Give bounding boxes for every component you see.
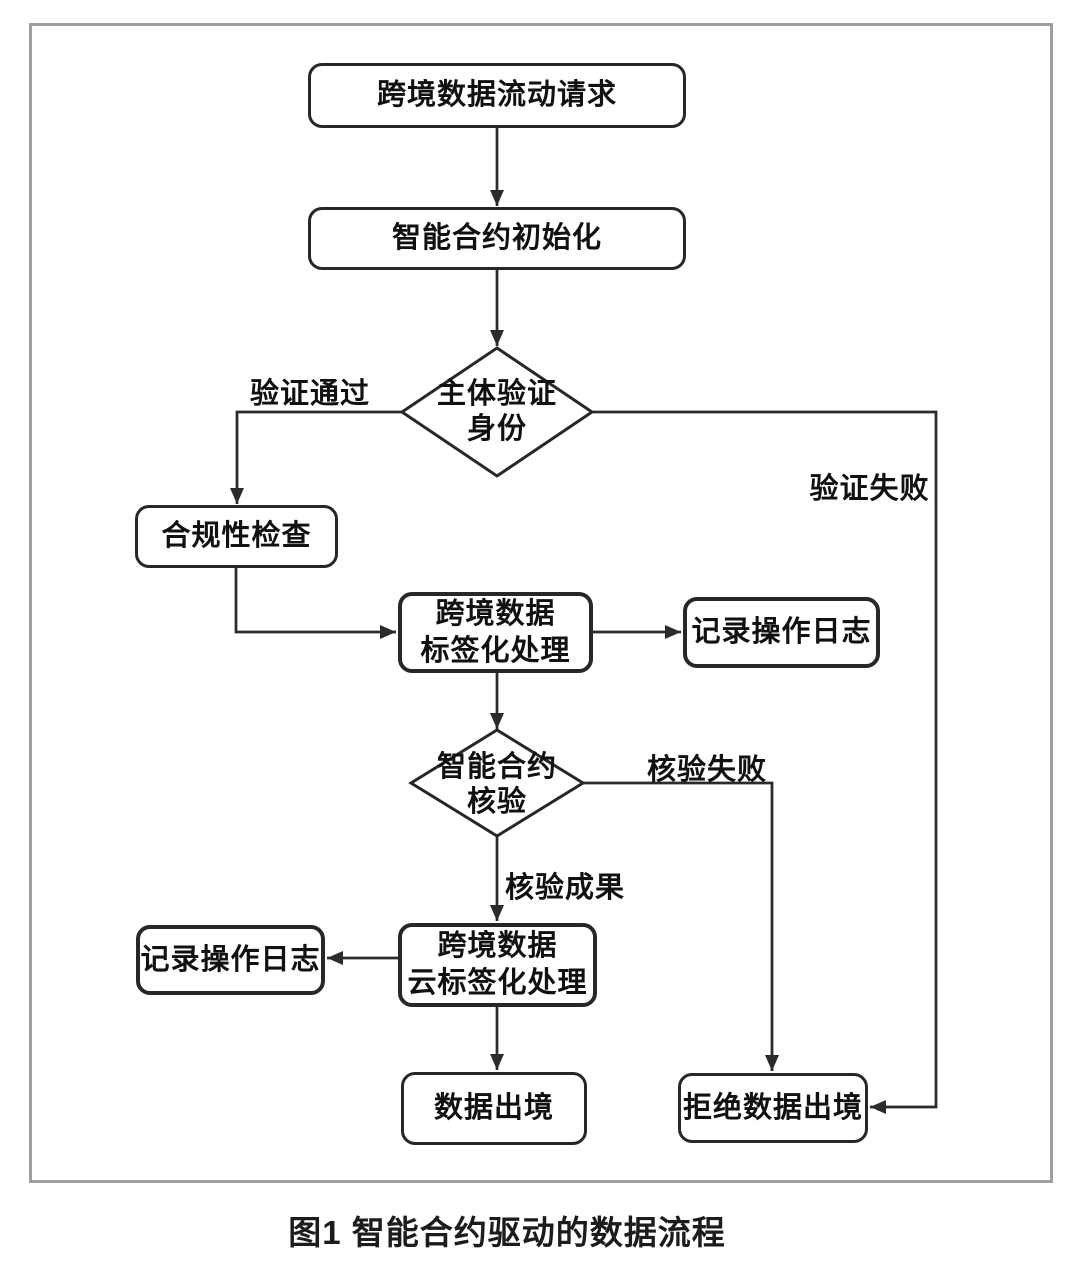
contract-diamond-shape	[408, 728, 586, 838]
edge-label-verify-fail: 验证失败	[809, 473, 930, 505]
node-reject-data-exit: 拒绝数据出境	[678, 1073, 868, 1143]
figure-caption: 图1 智能合约驱动的数据流程	[288, 1214, 726, 1251]
diamond-contract-verification-label: 智能合约 核验	[436, 751, 557, 818]
node-log-right: 记录操作日志	[683, 597, 880, 668]
edge-identity-fail-to-reject	[593, 410, 938, 1114]
diamond-identity-verification-label: 主体验证 身份	[436, 378, 557, 445]
node-compliance-check: 合规性检查	[135, 505, 338, 568]
edge-contract-fail-to-reject	[583, 781, 779, 1071]
flow-connectors	[230, 128, 938, 1114]
diagram-frame	[29, 23, 1053, 1183]
edge-label-verify-pass: 验证通过	[249, 378, 370, 410]
node-smart-contract-init: 智能合约初始化	[308, 207, 686, 270]
node-cloud-tagging: 跨境数据 云标签化处理	[398, 923, 597, 1007]
edge-identity-pass-to-compliance	[230, 410, 401, 504]
identity-diamond-shape	[399, 346, 595, 478]
node-data-exit: 数据出境	[401, 1072, 587, 1145]
edge-compliance-to-tagging	[234, 568, 396, 639]
edge-label-check-fail: 核验失败	[646, 754, 767, 786]
edge-label-check-result: 核验成果	[504, 872, 625, 904]
node-data-flow-request: 跨境数据流动请求	[308, 63, 686, 128]
node-data-tagging: 跨境数据 标签化处理	[398, 592, 593, 673]
node-log-left: 记录操作日志	[136, 925, 325, 995]
